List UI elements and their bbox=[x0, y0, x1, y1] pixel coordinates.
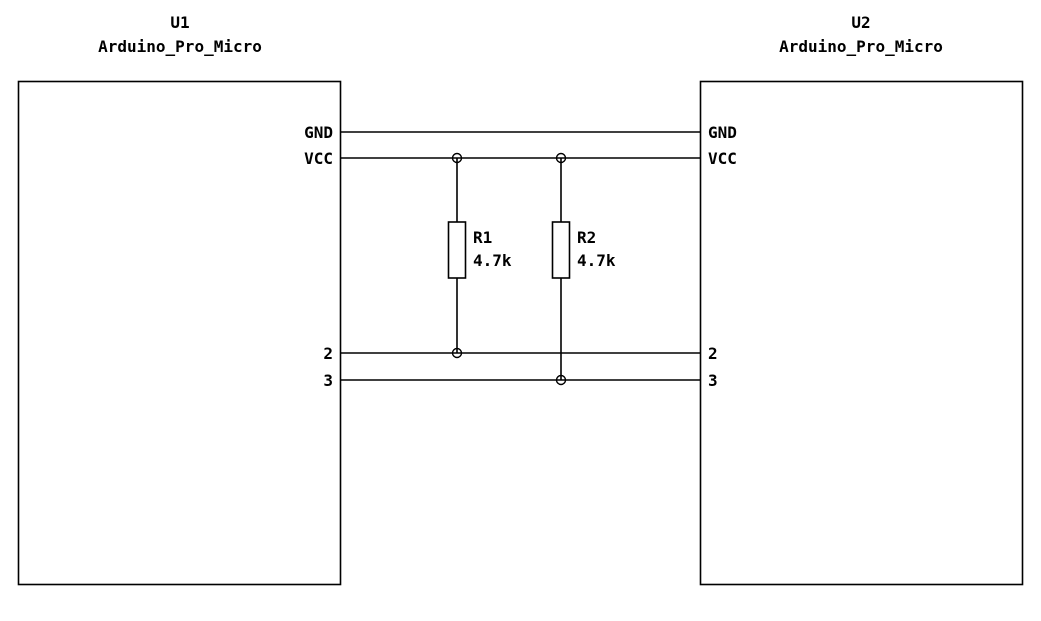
r2-body bbox=[551, 221, 571, 279]
junction-vcc-r1 bbox=[451, 152, 463, 164]
junction-vcc-r2 bbox=[555, 152, 567, 164]
junction-net2-r1 bbox=[451, 347, 463, 359]
u1-reference: U1 bbox=[170, 13, 189, 32]
u2-outline bbox=[699, 80, 1024, 586]
r1-value: 4.7k bbox=[473, 251, 512, 270]
r1-body bbox=[447, 221, 467, 279]
u2-pin-2-label: 2 bbox=[708, 344, 718, 363]
junctions bbox=[451, 152, 567, 386]
component-r1: R1 4.7k bbox=[447, 158, 512, 353]
wires bbox=[340, 131, 701, 381]
u2-pin-3-label: 3 bbox=[708, 371, 718, 390]
u1-value: Arduino_Pro_Micro bbox=[98, 37, 262, 56]
u1-pin-3-label: 3 bbox=[323, 371, 333, 390]
u1-pin-gnd-label: GND bbox=[304, 123, 333, 142]
component-u1: U1 Arduino_Pro_Micro GND VCC 2 3 bbox=[17, 13, 342, 586]
r2-value: 4.7k bbox=[577, 251, 616, 270]
u2-pin-gnd-label: GND bbox=[708, 123, 737, 142]
component-u2: U2 Arduino_Pro_Micro GND VCC 2 3 bbox=[699, 13, 1024, 586]
r1-reference: R1 bbox=[473, 228, 492, 247]
u1-outline bbox=[17, 80, 342, 586]
u2-pin-vcc-label: VCC bbox=[708, 149, 737, 168]
junction-net3-r2 bbox=[555, 374, 567, 386]
u1-pin-2-label: 2 bbox=[323, 344, 333, 363]
u2-reference: U2 bbox=[851, 13, 870, 32]
component-r2: R2 4.7k bbox=[551, 158, 616, 380]
u1-pin-vcc-label: VCC bbox=[304, 149, 333, 168]
u2-value: Arduino_Pro_Micro bbox=[779, 37, 943, 56]
r2-reference: R2 bbox=[577, 228, 596, 247]
